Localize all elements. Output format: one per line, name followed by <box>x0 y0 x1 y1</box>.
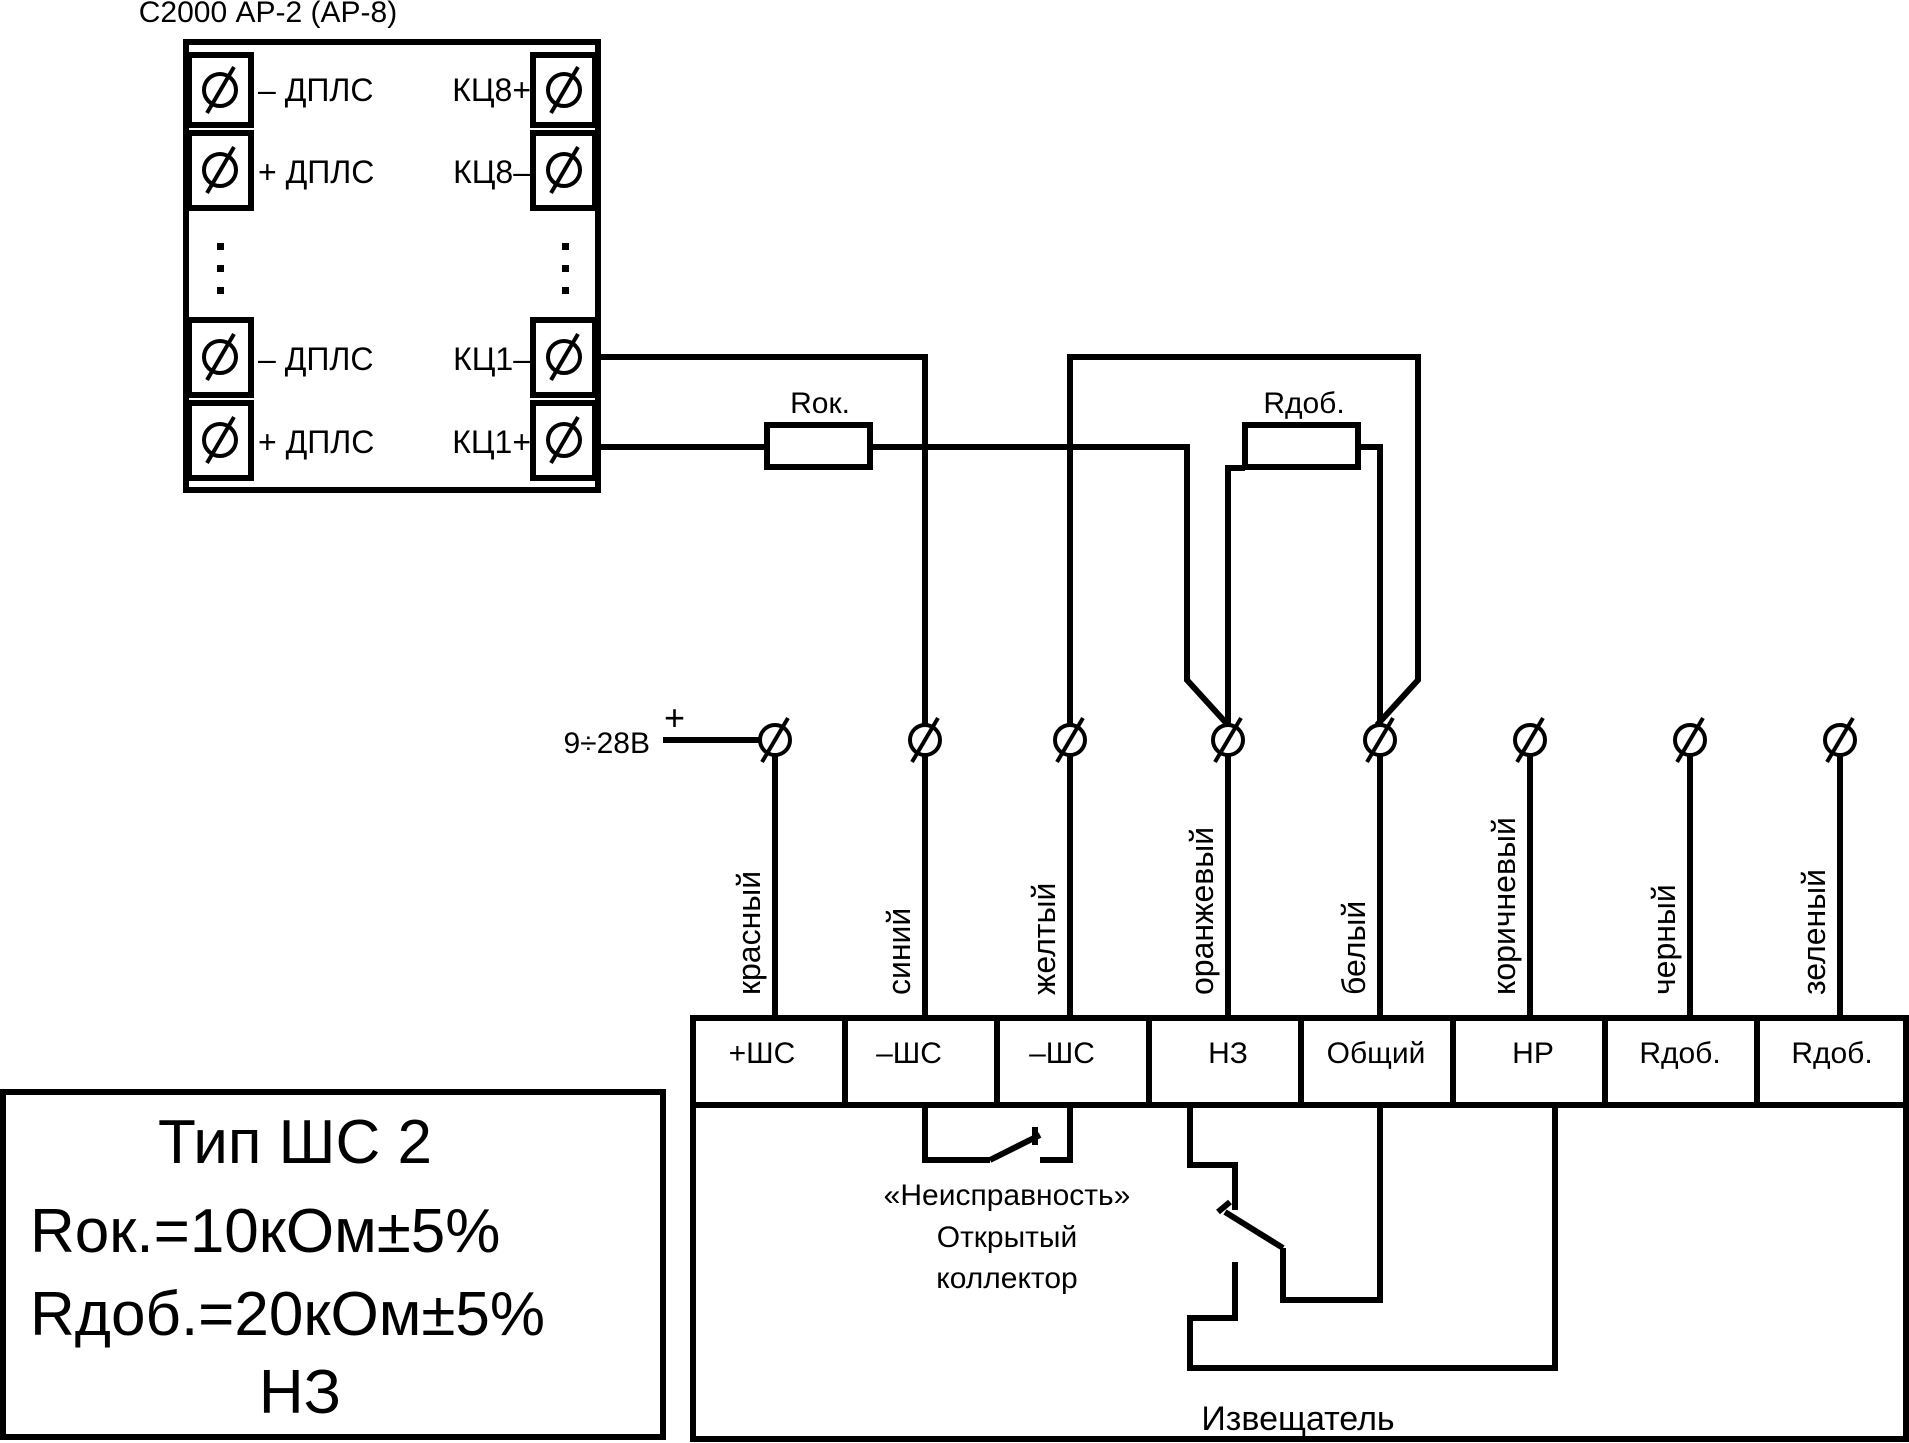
terminal-nz: НЗ <box>1208 1037 1248 1070</box>
screw-icon <box>1673 716 1707 764</box>
supply-plus-sign: + <box>664 697 685 738</box>
label-kc1-plus: КЦ1+ <box>452 424 531 460</box>
address-module: С2000 АР-2 (АР-8) <box>139 0 601 493</box>
label-dpls-minus-top: – ДПЛС <box>258 72 373 108</box>
label-kc1-minus: КЦ1– <box>453 341 531 377</box>
terminal-radd-2: Rдоб. <box>1791 1037 1872 1070</box>
resistor-radd-label: Rдоб. <box>1263 387 1344 420</box>
terminal-nr: НР <box>1512 1037 1554 1070</box>
label-dpls-plus-top: + ДПЛС <box>258 154 374 190</box>
screw-icon <box>202 65 238 115</box>
screw-icon <box>1053 716 1087 764</box>
screw-icon <box>202 415 238 465</box>
wire-yellow-white-loop <box>1067 354 1421 728</box>
wire-color-labels: красный синий желтый оранжевый белый кор… <box>731 817 1832 995</box>
supply-voltage-label: 9÷28В <box>563 727 650 760</box>
screw-icon <box>758 716 792 764</box>
resistor-radd: Rдоб. <box>1242 387 1361 470</box>
info-nz: НЗ <box>259 1358 341 1427</box>
wire-label-red: красный <box>731 871 767 995</box>
info-r-add: Rдоб.=20кОм±5% <box>30 1280 545 1349</box>
screw-icon <box>546 332 582 382</box>
info-box: Тип ШС 2 Rок.=10кОм±5% Rдоб.=20кОм±5% НЗ <box>0 1089 666 1440</box>
info-r-ok: Rок.=10кОм±5% <box>30 1197 500 1266</box>
resistor-rok: Rок. <box>764 387 873 470</box>
info-box-frame <box>0 1089 666 1440</box>
wire-rok-to-nz <box>872 444 1231 728</box>
module-body <box>183 39 601 493</box>
screw-icon <box>546 415 582 465</box>
wire-label-white: белый <box>1336 901 1372 995</box>
screw-icon <box>1363 716 1397 764</box>
wire-label-orange: оранжевый <box>1184 827 1220 995</box>
screw-icon <box>202 145 238 195</box>
screw-icon <box>202 332 238 382</box>
wire-nz-radd <box>1225 465 1245 725</box>
terminal-common: Общий <box>1327 1037 1426 1070</box>
detector-name: Извещатель <box>1201 1400 1394 1438</box>
wire-label-blue: синий <box>881 908 917 995</box>
screw-icon <box>546 65 582 115</box>
relay-contacts <box>1187 1105 1558 1371</box>
wire-label-brown: коричневый <box>1486 817 1522 995</box>
info-loop-type: Тип ШС 2 <box>158 1108 432 1177</box>
open-collector-label-2: коллектор <box>936 1262 1077 1295</box>
open-collector-label-1: Открытый <box>937 1221 1078 1254</box>
detector: +ШС –ШС –ШС НЗ Общий НР Rдоб. Rдоб. «Неи… <box>690 1015 1909 1442</box>
terminal-radd-1: Rдоб. <box>1639 1037 1720 1070</box>
screw-icon <box>1211 716 1245 764</box>
wire-radd-common <box>1360 444 1383 725</box>
wiring <box>598 354 1421 743</box>
screw-icon <box>1823 716 1857 764</box>
label-dpls-minus-bottom: – ДПЛС <box>258 341 373 377</box>
screw-icon <box>1513 716 1547 764</box>
terminal-plus-shs: +ШС <box>729 1037 796 1070</box>
wire-kc1-minus <box>598 354 928 725</box>
label-kc8-minus: КЦ8– <box>453 154 531 190</box>
module-title: С2000 АР-2 (АР-8) <box>139 0 397 29</box>
terminal-minus-shs-1: –ШС <box>876 1037 942 1070</box>
label-kc8-plus: КЦ8+ <box>452 72 531 108</box>
module-screw-icons <box>202 65 582 465</box>
wire-label-yellow: желтый <box>1026 883 1062 995</box>
wire-screw-icons <box>758 716 1857 764</box>
resistor-rok-label: Rок. <box>790 387 850 420</box>
wire-label-black: черный <box>1646 884 1682 995</box>
terminal-minus-shs-2: –ШС <box>1029 1037 1095 1070</box>
fault-label: «Неисправность» <box>884 1179 1131 1212</box>
terminal-block <box>530 317 598 398</box>
detector-wires <box>772 740 1843 1018</box>
label-dpls-plus-bottom: + ДПЛС <box>258 424 374 460</box>
module-right-terminals <box>530 52 598 481</box>
fault-switch <box>922 1105 1073 1163</box>
ellipsis-icon <box>217 243 569 294</box>
wire-label-green: зеленый <box>1796 869 1832 995</box>
screw-icon <box>546 145 582 195</box>
screw-icon <box>908 716 942 764</box>
